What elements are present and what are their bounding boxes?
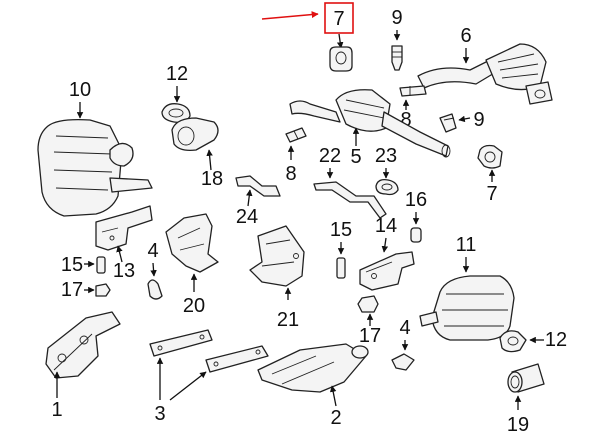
callout-11: 11 bbox=[456, 234, 477, 256]
part-3-bracket-lower bbox=[205, 345, 269, 373]
callout-15-left: 15 bbox=[61, 254, 83, 276]
part-2-exhaust-pipe bbox=[257, 343, 369, 393]
callout-9-top: 9 bbox=[391, 7, 402, 29]
callout-22: 22 bbox=[319, 145, 341, 167]
callout-6: 6 bbox=[460, 25, 471, 47]
callout-21: 21 bbox=[277, 309, 299, 331]
part-15-stud-center bbox=[336, 257, 346, 279]
part-23-clamp bbox=[375, 178, 399, 196]
part-4-gasket-right bbox=[391, 353, 415, 371]
callout-10: 10 bbox=[69, 79, 91, 101]
callout-5: 5 bbox=[350, 146, 361, 168]
part-17-nut-center bbox=[357, 295, 379, 313]
callout-16: 16 bbox=[405, 189, 427, 211]
callout-8-upper: 8 bbox=[400, 109, 411, 131]
part-10-rear-muffler bbox=[37, 118, 153, 217]
part-8-sensor-lower bbox=[285, 127, 307, 143]
part-6-front-pipe bbox=[417, 43, 553, 105]
part-9-sensor-right bbox=[439, 113, 457, 133]
callout-7-right: 7 bbox=[486, 183, 497, 205]
callout-19: 19 bbox=[507, 414, 529, 436]
part-8-sensor-upper bbox=[399, 85, 427, 97]
callout-2: 2 bbox=[330, 407, 341, 429]
part-12-clamp-top bbox=[161, 103, 191, 124]
highlight-box bbox=[324, 2, 354, 34]
callout-17-center: 17 bbox=[359, 325, 381, 347]
callout-13: 13 bbox=[113, 260, 135, 282]
callout-8-lower: 8 bbox=[285, 163, 296, 185]
callout-3: 3 bbox=[154, 403, 165, 425]
callout-4-right: 4 bbox=[399, 317, 410, 339]
part-20-heat-shield bbox=[165, 213, 219, 273]
part-17-nut-left bbox=[95, 283, 111, 297]
part-21-heat-shield bbox=[249, 225, 305, 287]
part-9-sensor bbox=[391, 45, 403, 71]
part-13-bracket bbox=[95, 205, 153, 251]
callout-14: 14 bbox=[375, 215, 397, 237]
part-24-bracket bbox=[235, 175, 281, 197]
part-7-clamp-right bbox=[477, 144, 503, 169]
callout-24: 24 bbox=[236, 206, 258, 228]
callout-18: 18 bbox=[201, 168, 223, 190]
part-18-tail-pipe bbox=[171, 117, 219, 152]
part-5-intermediate-pipe bbox=[289, 89, 451, 158]
callout-20: 20 bbox=[183, 295, 205, 317]
callout-4-left: 4 bbox=[147, 240, 158, 262]
callout-7-highlighted: 7 bbox=[333, 8, 344, 30]
part-16-bushing bbox=[410, 227, 422, 243]
part-19-tail-tip bbox=[507, 363, 545, 393]
callout-17-left: 17 bbox=[61, 279, 83, 301]
part-14-bracket bbox=[359, 251, 415, 291]
part-15-stud-left bbox=[96, 256, 106, 274]
callout-23: 23 bbox=[375, 145, 397, 167]
part-4-gasket-left bbox=[147, 279, 163, 300]
part-22-bracket bbox=[313, 181, 387, 219]
callout-15-center: 15 bbox=[330, 219, 352, 241]
part-7-rubber-hanger bbox=[329, 46, 353, 72]
callout-9-right: 9 bbox=[473, 109, 484, 131]
callout-1: 1 bbox=[51, 399, 62, 421]
part-1-exhaust-manifold bbox=[45, 311, 121, 379]
part-11-main-muffler bbox=[419, 275, 515, 341]
part-12-clamp-right bbox=[499, 330, 527, 353]
callout-12-right: 12 bbox=[545, 329, 567, 351]
callout-12-top: 12 bbox=[166, 63, 188, 85]
part-3-bracket-upper bbox=[149, 329, 213, 357]
highlight-arrow bbox=[261, 11, 319, 20]
